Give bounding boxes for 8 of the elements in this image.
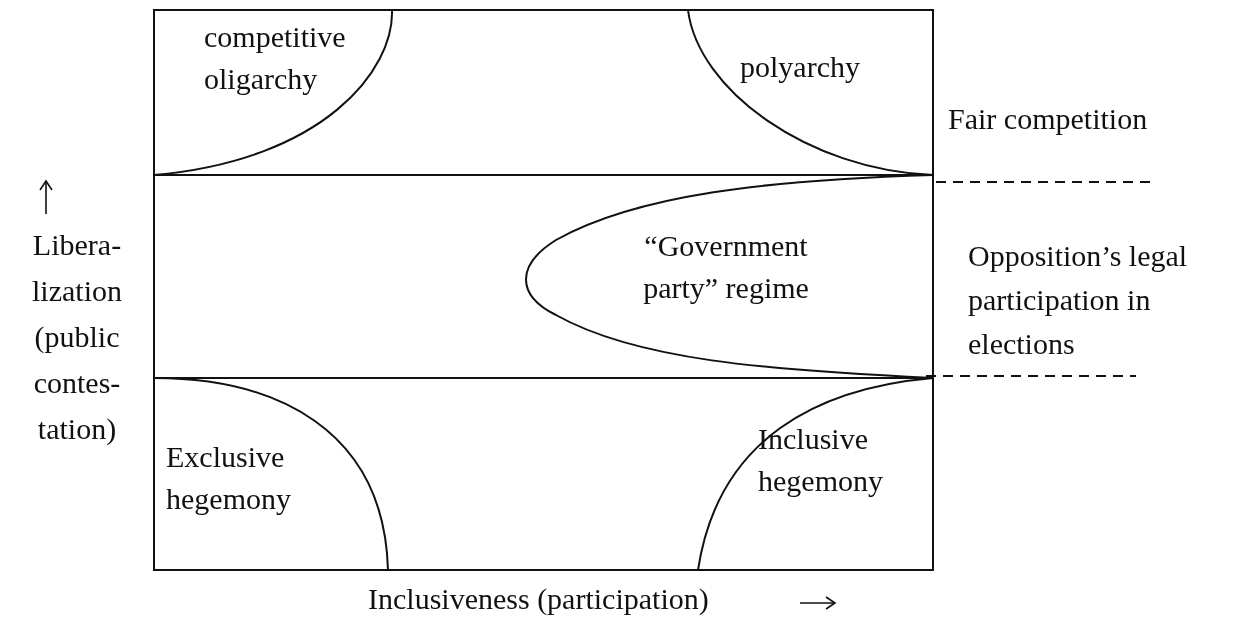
region-label: competitive oligarchy — [204, 19, 347, 97]
region-label: polyarchy — [740, 49, 861, 85]
region-label: “Government party” regime — [642, 228, 810, 306]
axis-label: Libera- lization (public contes- tation) — [31, 227, 123, 447]
threshold-label: Opposition’s legal participation in elections — [968, 238, 1189, 362]
region-label: Exclusive hegemony — [166, 439, 292, 517]
threshold-label: Fair competition — [948, 101, 1149, 137]
axis-label: Inclusiveness (participation) — [368, 581, 710, 617]
